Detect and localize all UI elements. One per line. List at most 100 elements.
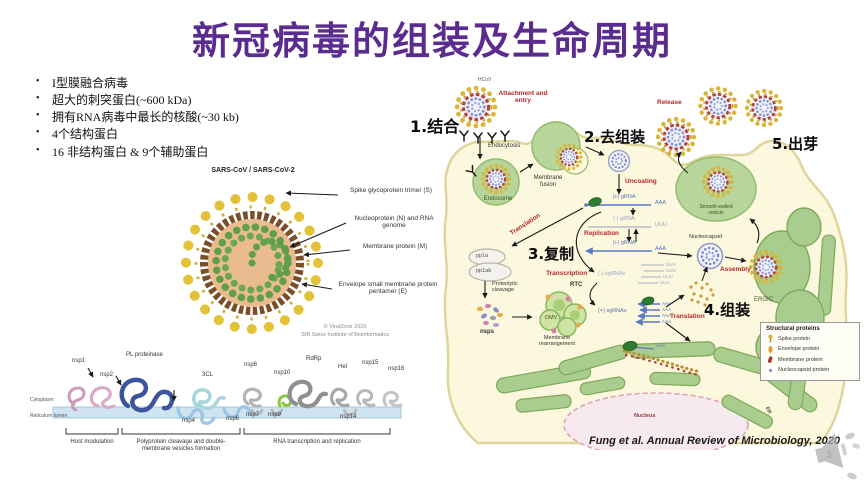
nsp8-label: nsp8 [244,362,258,368]
membrane-label: Membrane protein (M) [362,243,428,250]
nsp4-label: nsp4 [182,418,196,424]
grna-pos-label-2: (+) gRNA [612,240,636,246]
flow-arrows [477,137,760,342]
genome-figure: Cytoplasm Reticulum lumen nsp1 nsp2 PL p… [28,352,420,474]
polyprotein-clouds [468,248,512,282]
bullet-item: 16 非结构蛋白 & 9个辅助蛋白 [30,145,239,159]
endocytosis-label: Endocytosis [488,143,521,149]
transcription-label: Transcription [546,270,588,277]
nsps-dots [476,303,503,327]
nsp9-label: nsp9 [268,412,282,418]
nsp-squiggles [67,377,403,425]
nucleus [563,392,749,450]
host-modulation-label: Host modulation [70,439,114,445]
membrane-protein-icon [767,356,773,363]
membrane-fusion-label: Membrane fusion [533,175,563,188]
step2-label: 2.去组装 [584,128,646,146]
nsp1-label: nsp1 [72,358,86,364]
viralzone-credit: © ViralZone 2020 [323,324,367,330]
nsp6-label: nsp6 [226,416,240,422]
uncoating-label: Uncoating [625,178,657,185]
assembly-label: Assembly [720,266,751,273]
step5-label: 5.出芽 [772,135,819,153]
uuu-stack-1: UUU [666,262,676,267]
pp1a-label: pp1a [476,253,489,259]
rdrp-label: RdRp [306,356,322,362]
uuu-label-1: UUU [655,222,667,228]
rna-transcription-label: RNA transcription and replication [273,439,361,445]
dmv-label: DMV [545,315,558,321]
virion-figure: SARS-CoV / SARS-CoV-2 Spike glycoprotein… [160,163,450,353]
callout-arrows [285,190,351,290]
virion-svg [181,190,351,334]
smooth-walled-vesicle-label: Smooth-walled vesicle [699,204,733,216]
attachment-entry-label: Attachment and entry [498,90,548,105]
ergic-label: ERGIC [754,297,774,303]
nsp16-label: nsp16 [388,366,405,372]
uuu-stack-3: UUU [663,274,673,279]
budding-membrane [622,349,702,377]
citation: Fung et al. Annual Review of Microbiolog… [588,435,840,447]
bullet-item: 拥有RNA病毒中最长的核酸(~30 kb) [30,110,239,124]
step1-label: 1.结合 [410,117,460,136]
proteolytic-cleavage-label: Proteolytic cleavage [492,281,518,294]
aaa-stack-4: AAA [662,319,672,324]
pp1ab-label: pp1ab [476,268,492,274]
nucleocapsid-protein-icon [768,368,773,372]
nsp2-label: nsp2 [100,372,114,378]
aaa-label-2: AAA [655,246,667,252]
cytoplasm-label: Cytoplasm [30,397,54,403]
nsp10-label: nsp10 [274,370,291,376]
n-protein-dots [689,281,715,307]
bullet-item: 4个结构蛋白 [30,127,239,141]
group-brackets [65,428,391,435]
nucleoprotein-label: Nucleoprotein (N) and RNA genome [354,215,434,230]
reticulum-lumen-label: Reticulum lumen [30,413,68,419]
legend-row: Nucleocapsid protein [766,366,855,375]
dmv-cluster [539,291,587,337]
legend-title: Structural proteins [766,326,820,332]
hcov-label: HCoV [478,77,492,83]
nucleus-label: Nucleus [634,413,656,419]
legend-row: Envelope protein [766,345,855,354]
translation-label-2: Translation [670,313,705,320]
nsp14-label: nsp14 [340,414,357,420]
legend-label: Envelope protein [778,346,820,352]
genome-svg [52,367,403,435]
sib-credit: SIB Swiss Institute of Bioinformatics [301,332,389,338]
coronavirus-cutaway [181,192,323,334]
spike-label: Spike glycoprotein trimer (S) [350,187,432,194]
legend-row: Membrane protein [766,355,855,364]
step3-label: 3.复制 [528,245,575,263]
legend-label: Membrane protein [778,356,823,363]
virion-figure-title: SARS-CoV / SARS-CoV-2 [211,167,295,174]
aaa-stack-3: AAA [662,313,672,318]
page-title: 新冠病毒的组装及生命周期 [191,18,672,63]
endosome-label: Endosome [483,196,513,202]
cleavage-arrows [87,367,177,402]
ribosomes [588,197,655,351]
envelope-label: Envelope small membrane protein pentamer… [338,281,438,296]
uuu-stack-4: UUU [660,280,670,285]
aaa-er-row: AAA [656,343,666,348]
release-label: Release [657,99,682,106]
grna-neg-label: (-) gRNA [613,216,635,222]
audio-speaker-icon[interactable] [806,426,862,484]
legend-label: Spike protein [778,335,811,342]
bullet-item: I型膜融合病毒 [30,76,239,90]
aaa-label-1: AAA [655,200,667,206]
legend-label: Nucleocapsid protein [778,367,830,373]
nsp15-label: nsp15 [362,360,379,366]
envelope-protein-icon [768,345,773,353]
membrane-rearrangement-label: Membrane rearrangement [538,335,576,348]
grna-pos-label-1: (+) gRNA [612,194,636,200]
bullet-list: I型膜融合病毒 超大的刺突蛋白(~600 kDa) 拥有RNA病毒中最长的核酸(… [30,76,239,162]
aaa-stack-1: AAA [662,301,672,306]
aaa-stack-2: AAA [662,307,672,312]
step4-label: 4.组装 [704,301,751,319]
sgrnas-neg-label: (-) sgRNAs [598,271,626,277]
3cl-label: 3CL [202,372,214,378]
uuu-stack-2: UUU [666,268,676,273]
nucleocapsid-label: Nucleocapsid [689,234,723,240]
